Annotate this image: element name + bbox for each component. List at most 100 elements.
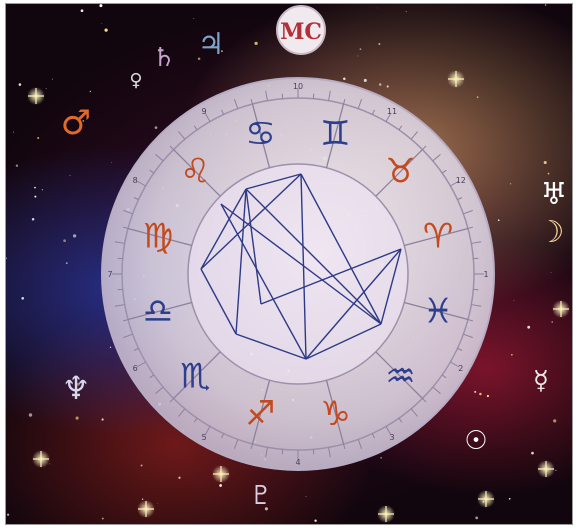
zodiac-sign: ♑	[320, 394, 350, 434]
star	[545, 4, 546, 5]
star	[254, 42, 257, 45]
star	[102, 418, 104, 420]
star	[7, 514, 9, 516]
star	[219, 484, 222, 487]
star	[513, 300, 514, 301]
star	[527, 326, 530, 329]
planet-symbol: ☿	[533, 366, 549, 396]
star	[360, 48, 362, 50]
star	[102, 518, 104, 520]
star	[46, 88, 47, 89]
star	[193, 18, 194, 19]
star	[101, 23, 102, 24]
star	[34, 196, 36, 198]
zodiac-sign: ♋	[245, 114, 275, 154]
star	[70, 175, 71, 176]
star	[551, 272, 552, 273]
star	[66, 262, 68, 264]
star	[306, 496, 307, 497]
house-number: 3	[389, 433, 394, 442]
sparkle-star	[27, 87, 45, 105]
star	[34, 187, 36, 189]
house-number: 7	[107, 270, 112, 279]
zodiac-sign: ♌	[180, 151, 210, 191]
house-number: 9	[201, 107, 206, 116]
star	[314, 520, 316, 522]
star	[76, 417, 79, 420]
star	[104, 28, 107, 31]
star	[42, 189, 43, 190]
planet-symbol: ♇	[249, 481, 272, 511]
zodiac-sign: ♒	[385, 357, 415, 397]
star	[387, 85, 389, 87]
inner-circle	[188, 164, 408, 384]
star	[29, 413, 32, 416]
star	[63, 239, 66, 242]
star	[551, 321, 553, 323]
star	[477, 96, 479, 98]
star	[510, 183, 511, 184]
star	[81, 9, 84, 12]
star	[37, 137, 39, 139]
zodiac-sign: ♎	[143, 292, 173, 332]
star	[13, 132, 14, 133]
star	[544, 161, 547, 164]
house-number: 2	[458, 364, 463, 373]
star	[6, 257, 7, 259]
planet-symbol: ☽	[538, 215, 565, 250]
star	[364, 79, 367, 82]
sparkle-star	[212, 465, 230, 483]
mc-badge: MC	[277, 6, 325, 54]
house-number: 8	[133, 176, 138, 185]
star	[19, 83, 22, 86]
house-number: 6	[133, 364, 138, 373]
planet-symbol: ☉	[464, 426, 487, 456]
house-number: 5	[201, 433, 206, 442]
house-number: 10	[293, 82, 303, 91]
sparkle-star	[137, 500, 155, 518]
star	[509, 498, 511, 500]
star	[21, 297, 24, 300]
sparkle-star	[377, 505, 395, 523]
star	[380, 457, 381, 458]
mc-label: MC	[280, 19, 322, 45]
star	[49, 463, 50, 464]
planet-symbol: ♄	[152, 43, 175, 73]
sparkle-star	[537, 460, 555, 478]
zodiac-sign: ♍	[143, 216, 173, 256]
star	[16, 165, 18, 167]
zodiac-sign: ♓	[423, 292, 453, 332]
planet-symbol: ♂	[61, 103, 91, 143]
star	[343, 78, 346, 81]
zodiac-sign: ♊	[320, 114, 350, 154]
planet-symbol: ♀	[129, 70, 142, 91]
star	[141, 465, 143, 467]
sparkle-star	[477, 490, 495, 508]
house-number: 12	[456, 176, 466, 185]
house-number: 1	[483, 270, 488, 279]
star	[406, 11, 407, 12]
zodiac-wheel: 109876543211211 ♋♊♉♈♓♒♑♐♏♎♍♌	[102, 78, 494, 470]
house-number: 11	[387, 107, 397, 116]
star	[73, 234, 76, 237]
star	[498, 219, 500, 221]
star	[111, 162, 112, 163]
house-number: 4	[295, 458, 300, 467]
star	[474, 391, 476, 393]
star	[548, 173, 550, 175]
star	[155, 126, 158, 129]
star	[142, 499, 143, 500]
star	[90, 91, 91, 92]
star	[555, 470, 556, 471]
star	[479, 393, 482, 396]
sparkle-star	[32, 450, 50, 468]
zodiac-sign: ♈	[423, 216, 453, 256]
zodiac-sign: ♐	[245, 394, 275, 434]
star	[32, 218, 34, 221]
star	[110, 347, 111, 348]
planet-symbol: ♃	[198, 27, 225, 62]
sparkle-star	[552, 300, 570, 318]
star	[487, 395, 489, 397]
